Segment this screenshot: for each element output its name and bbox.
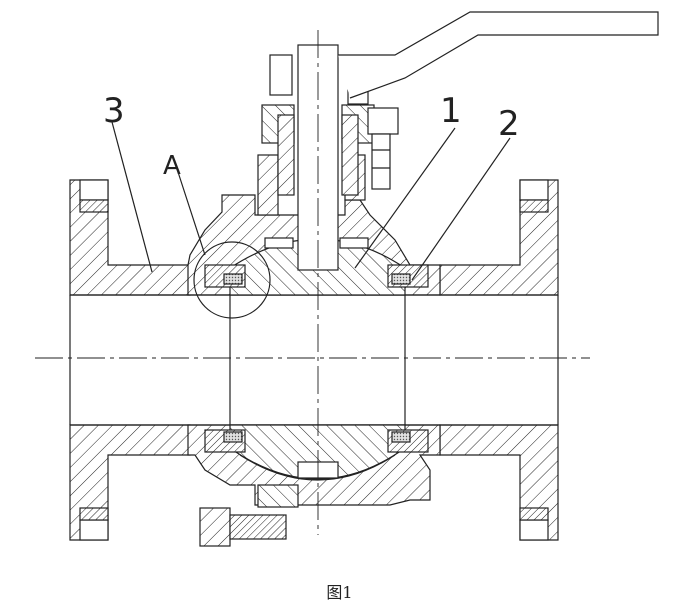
part-2-label: 2 xyxy=(498,104,520,144)
leader-lines xyxy=(111,121,511,281)
seat-part-2 xyxy=(204,264,429,453)
flow-bore xyxy=(69,294,559,426)
ball-part-1 xyxy=(229,238,406,480)
handle-lever xyxy=(338,11,659,99)
part-1-label: 1 xyxy=(440,91,462,131)
detail-a-label: A xyxy=(163,151,181,181)
centerlines xyxy=(35,30,590,535)
part-3-label: 3 xyxy=(103,91,125,131)
detail-a-circle xyxy=(177,171,271,319)
figure-caption: 图1 xyxy=(326,583,353,602)
